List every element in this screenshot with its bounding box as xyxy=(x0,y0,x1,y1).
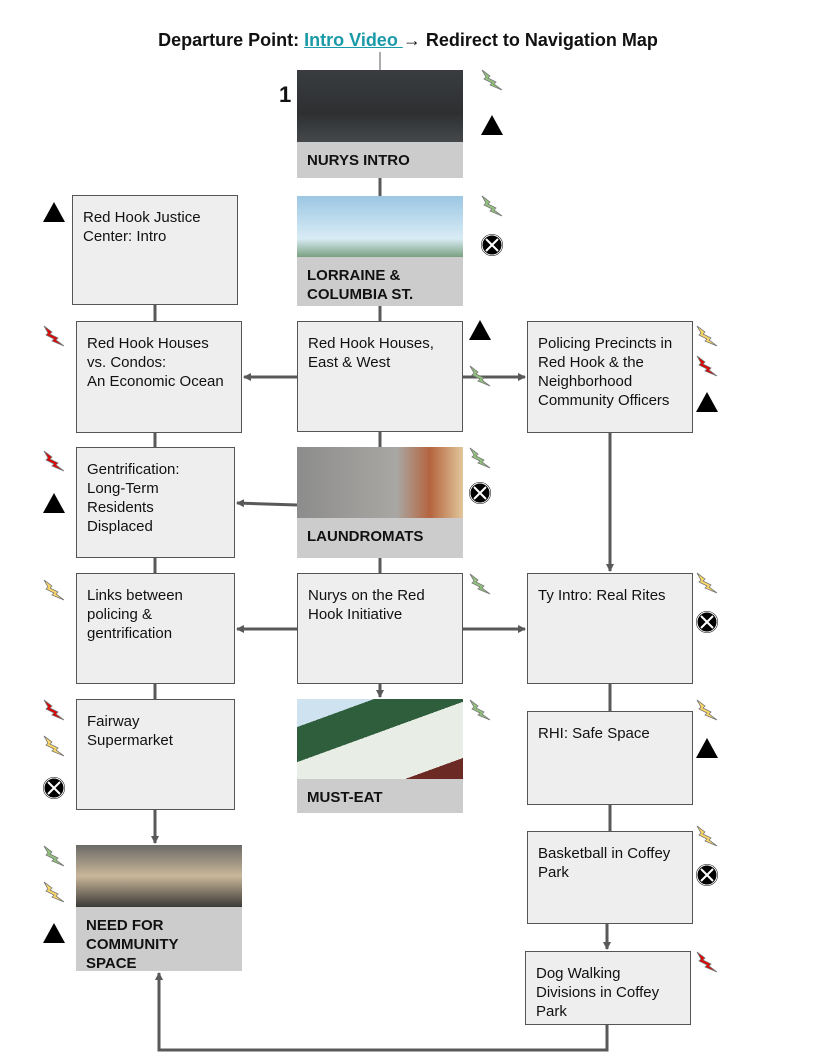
yellow-bolt-icon xyxy=(42,578,66,602)
thumbnail-image xyxy=(76,845,242,907)
node-label: Red Hook Houses vs. Condos: An Economic … xyxy=(87,335,224,390)
node-houses-vs-condos[interactable]: Red Hook Houses vs. Condos: An Economic … xyxy=(76,321,242,433)
node-label: RHI: Safe Space xyxy=(538,725,650,742)
node-label: NEED FOR COMMUNITY SPACE xyxy=(86,917,179,972)
arrow xyxy=(155,972,609,1052)
node-policing-precincts[interactable]: Policing Precincts in Red Hook & the Nei… xyxy=(527,321,693,433)
thumbnail-image xyxy=(297,196,463,257)
yellow-bolt-icon xyxy=(695,698,719,722)
triangle-icon xyxy=(42,200,66,224)
step-number: 1 xyxy=(279,82,292,107)
green-bolt-icon xyxy=(42,844,66,868)
circle-x-icon xyxy=(42,776,66,800)
triangle-icon xyxy=(480,113,504,137)
node-label: Ty Intro: Real Rites xyxy=(538,587,666,604)
node-label: LAUNDROMATS xyxy=(307,528,424,545)
node-label: LORRAINE & COLUMBIA ST. xyxy=(307,267,414,303)
title-prefix: Departure Point: xyxy=(158,30,305,50)
node-dog-walking[interactable]: Dog Walking Divisions in Coffey Park xyxy=(525,951,691,1025)
circle-x-icon xyxy=(695,610,719,634)
node-links-policing[interactable]: Links between policing & gentrification xyxy=(76,573,235,684)
yellow-bolt-icon xyxy=(42,880,66,904)
node-nurys-rhi[interactable]: Nurys on the Red Hook Initiative xyxy=(297,573,463,684)
node-gentrification[interactable]: Gentrification: Long-Term Residents Disp… xyxy=(76,447,235,558)
node-must-eat[interactable]: MUST-EAT xyxy=(297,699,463,813)
node-label: Basketball in Coffey Park xyxy=(538,845,671,881)
triangle-icon xyxy=(42,921,66,945)
triangle-icon xyxy=(695,390,719,414)
node-rhi-safe-space[interactable]: RHI: Safe Space xyxy=(527,711,693,805)
node-label: Nurys on the Red Hook Initiative xyxy=(308,587,425,623)
arrow xyxy=(236,499,298,508)
red-bolt-icon xyxy=(42,698,66,722)
node-nurys-intro[interactable]: NURYS INTRO xyxy=(297,70,463,178)
node-label: Links between policing & gentrification xyxy=(87,587,183,642)
thumbnail-image xyxy=(297,699,463,779)
node-label: Policing Precincts in Red Hook & the Nei… xyxy=(538,335,673,409)
node-label: Red Hook Houses, East & West xyxy=(308,335,434,371)
node-basketball[interactable]: Basketball in Coffey Park xyxy=(527,831,693,924)
green-bolt-icon xyxy=(468,364,492,388)
yellow-bolt-icon xyxy=(695,324,719,348)
node-label: Gentrification: Long-Term Residents Disp… xyxy=(87,461,180,535)
node-rhjc-intro[interactable]: Red Hook Justice Center: Intro xyxy=(72,195,238,305)
node-houses-east-west[interactable]: Red Hook Houses, East & West xyxy=(297,321,463,432)
yellow-bolt-icon xyxy=(695,824,719,848)
circle-x-icon xyxy=(695,863,719,887)
green-bolt-icon xyxy=(468,572,492,596)
yellow-bolt-icon xyxy=(695,571,719,595)
green-bolt-icon xyxy=(468,698,492,722)
node-label: MUST-EAT xyxy=(307,789,383,806)
triangle-icon xyxy=(42,491,66,515)
green-bolt-icon xyxy=(480,194,504,218)
triangle-icon xyxy=(695,736,719,760)
node-label: Dog Walking Divisions in Coffey Park xyxy=(536,965,660,1020)
node-fairway[interactable]: Fairway Supermarket xyxy=(76,699,235,810)
red-bolt-icon xyxy=(695,950,719,974)
green-bolt-icon xyxy=(468,446,492,470)
node-label: Fairway Supermarket xyxy=(87,713,173,749)
red-bolt-icon xyxy=(42,449,66,473)
green-bolt-icon xyxy=(480,68,504,92)
node-laundromats[interactable]: LAUNDROMATS xyxy=(297,447,463,558)
page-title: Departure Point: Intro Video → Redirect … xyxy=(0,30,816,51)
node-community-space[interactable]: NEED FOR COMMUNITY SPACE xyxy=(76,845,242,972)
red-bolt-icon xyxy=(695,354,719,378)
node-label: NURYS INTRO xyxy=(307,152,410,169)
triangle-icon xyxy=(468,318,492,342)
intro-video-link[interactable]: Intro Video xyxy=(304,30,403,50)
node-ty-intro[interactable]: Ty Intro: Real Rites xyxy=(527,573,693,684)
yellow-bolt-icon xyxy=(42,734,66,758)
red-bolt-icon xyxy=(42,324,66,348)
node-lorraine[interactable]: LORRAINE & COLUMBIA ST. xyxy=(297,196,463,306)
circle-x-icon xyxy=(468,481,492,505)
circle-x-icon xyxy=(480,233,504,257)
title-suffix: → Redirect to Navigation Map xyxy=(402,30,658,50)
thumbnail-image xyxy=(297,447,463,518)
node-label: Red Hook Justice Center: Intro xyxy=(83,209,201,245)
thumbnail-image xyxy=(297,70,463,142)
